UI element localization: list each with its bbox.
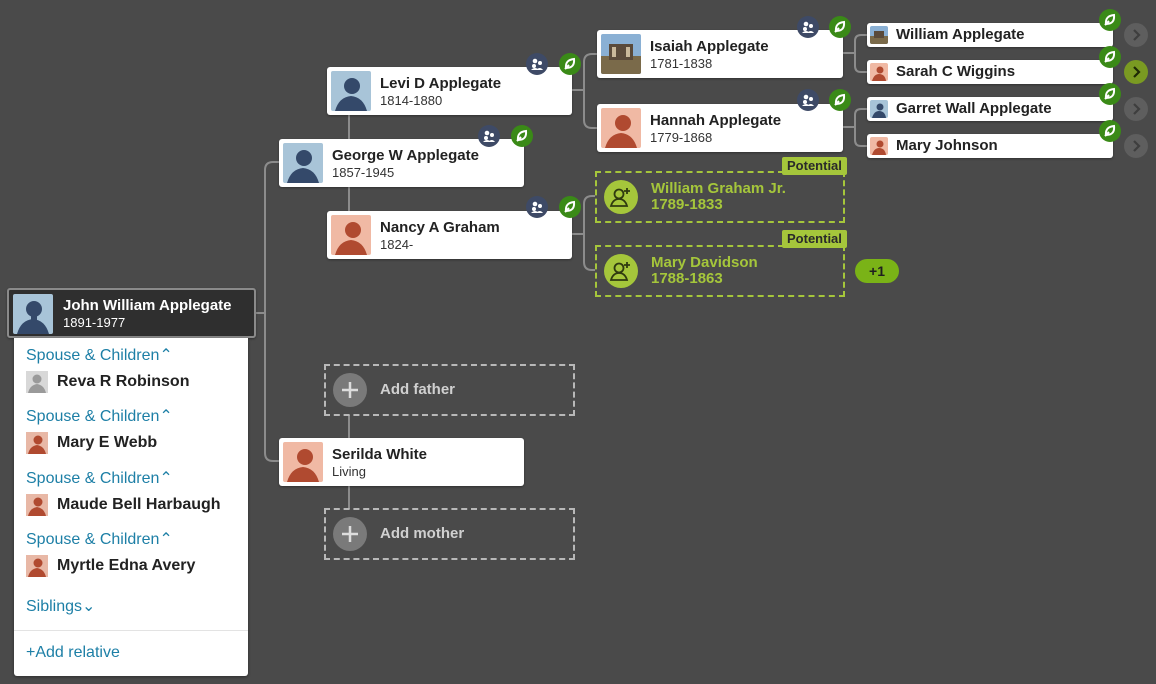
person-dates: 1789-1833 — [651, 196, 723, 213]
female-avatar-icon — [26, 494, 48, 516]
chevron-right-icon[interactable] — [1124, 23, 1148, 47]
female-avatar-icon — [870, 137, 888, 155]
leaf-hint-icon[interactable] — [1099, 83, 1121, 105]
spouse-name[interactable]: Myrtle Edna Avery — [57, 557, 196, 574]
grandfather-card[interactable]: Levi D Applegate 1814-1880 — [327, 67, 572, 115]
female-avatar-icon — [601, 108, 641, 148]
male-avatar-icon — [870, 100, 888, 118]
person-dates: 1788-1863 — [651, 270, 723, 287]
spouse-children-toggle[interactable]: Spouse & Children⌃ — [26, 347, 173, 364]
chevron-up-icon: ⌃ — [159, 408, 173, 425]
person-name: Garret Wall Applegate — [896, 100, 1052, 117]
chevron-right-icon[interactable] — [1124, 60, 1148, 84]
father-card[interactable]: George W Applegate 1857-1945 — [279, 139, 524, 187]
family-group-icon[interactable] — [526, 196, 548, 218]
leaf-hint-icon[interactable] — [829, 89, 851, 111]
person-name: Nancy A Graham — [380, 219, 500, 236]
spouse-name[interactable]: Reva R Robinson — [57, 373, 190, 390]
grandmother-card[interactable]: Nancy A Graham 1824- — [327, 211, 572, 259]
male-avatar-icon — [26, 371, 48, 393]
family-group-icon[interactable] — [797, 89, 819, 111]
more-potential-badge[interactable]: +1 — [855, 259, 899, 283]
female-avatar-icon — [283, 442, 323, 482]
potential-tag: Potential — [782, 157, 847, 175]
spouse-name[interactable]: Mary E Webb — [57, 434, 158, 451]
add-person-icon — [604, 254, 638, 288]
person-name: Levi D Applegate — [380, 75, 502, 92]
photo-thumbnail-icon — [870, 26, 888, 44]
person-dates: 1814-1880 — [380, 93, 443, 108]
chevron-right-icon[interactable] — [1124, 134, 1148, 158]
female-avatar-icon — [26, 555, 48, 577]
person-name: Sarah C Wiggins — [896, 63, 1016, 80]
person-dates: 1781-1838 — [650, 56, 713, 71]
potential-father-card[interactable]: William Graham Jr. 1789-1833 — [595, 171, 845, 223]
plus-icon — [333, 373, 367, 407]
family-group-icon[interactable] — [797, 16, 819, 38]
person-name: Hannah Applegate — [650, 112, 782, 129]
person-dates: 1779-1868 — [650, 130, 713, 145]
leaf-hint-icon[interactable] — [829, 16, 851, 38]
family-panel: Spouse & Children⌃ Reva R Robinson Spous… — [14, 338, 248, 676]
person-dates: 1824- — [380, 237, 414, 252]
ancestor-card[interactable]: William Applegate — [867, 23, 1113, 47]
person-dates: 1857-1945 — [332, 165, 395, 180]
chevron-down-icon: ⌄ — [82, 598, 96, 615]
panel-divider — [14, 630, 248, 631]
family-group-icon[interactable] — [526, 53, 548, 75]
female-avatar-icon — [331, 215, 371, 255]
spouse-name[interactable]: Maude Bell Harbaugh — [57, 496, 221, 513]
siblings-toggle[interactable]: Siblings⌄ — [26, 598, 96, 615]
female-avatar-icon — [26, 432, 48, 454]
male-avatar-icon — [331, 71, 371, 111]
person-name: Isaiah Applegate — [650, 38, 769, 55]
ancestor-card[interactable]: Sarah C Wiggins — [867, 60, 1113, 84]
person-name: George W Applegate — [332, 147, 479, 164]
chevron-up-icon: ⌃ — [159, 531, 173, 548]
spouse-children-toggle[interactable]: Spouse & Children⌃ — [26, 470, 173, 487]
add-father-label: Add father — [380, 381, 455, 398]
leaf-hint-icon[interactable] — [1099, 46, 1121, 68]
plus-icon — [333, 517, 367, 551]
chevron-up-icon: ⌃ — [159, 470, 173, 487]
person-name: Serilda White — [332, 446, 428, 463]
ancestor-card[interactable]: Mary Johnson — [867, 134, 1113, 158]
person-name: William Graham Jr. — [651, 180, 786, 197]
chevron-right-icon[interactable] — [1124, 97, 1148, 121]
add-father-button[interactable]: Add father — [324, 364, 575, 416]
plus-icon: + — [26, 644, 36, 661]
leaf-hint-icon[interactable] — [559, 53, 581, 75]
focus-person-card[interactable]: John William Applegate 1891-1977 — [7, 288, 256, 338]
person-name: Mary Davidson — [651, 254, 758, 271]
spouse-children-toggle[interactable]: Spouse & Children⌃ — [26, 531, 173, 548]
add-person-icon — [604, 180, 638, 214]
male-avatar-icon — [283, 143, 323, 183]
person-name: Mary Johnson — [896, 137, 998, 154]
focus-person-name: John William Applegate — [63, 297, 232, 314]
focus-person-dates: 1891-1977 — [63, 315, 126, 330]
male-avatar-icon — [13, 294, 53, 334]
leaf-hint-icon[interactable] — [511, 125, 533, 147]
mother-card[interactable]: Serilda White Living — [279, 438, 524, 486]
add-mother-label: Add mother — [380, 525, 465, 542]
leaf-hint-icon[interactable] — [1099, 120, 1121, 142]
leaf-hint-icon[interactable] — [559, 196, 581, 218]
spouse-children-toggle[interactable]: Spouse & Children⌃ — [26, 408, 173, 425]
ancestor-card[interactable]: Garret Wall Applegate — [867, 97, 1113, 121]
person-name: William Applegate — [896, 26, 1025, 43]
chevron-up-icon: ⌃ — [159, 347, 173, 364]
female-avatar-icon — [870, 63, 888, 81]
great-grandfather-card[interactable]: Isaiah Applegate 1781-1838 — [597, 30, 843, 78]
leaf-hint-icon[interactable] — [1099, 9, 1121, 31]
add-relative-link[interactable]: +Add relative — [26, 644, 120, 661]
person-dates: Living — [332, 464, 366, 479]
photo-thumbnail-icon — [601, 34, 641, 74]
potential-mother-card[interactable]: Mary Davidson 1788-1863 — [595, 245, 845, 297]
great-grandmother-card[interactable]: Hannah Applegate 1779-1868 — [597, 104, 843, 152]
add-mother-button[interactable]: Add mother — [324, 508, 575, 560]
family-group-icon[interactable] — [478, 125, 500, 147]
potential-tag: Potential — [782, 230, 847, 248]
